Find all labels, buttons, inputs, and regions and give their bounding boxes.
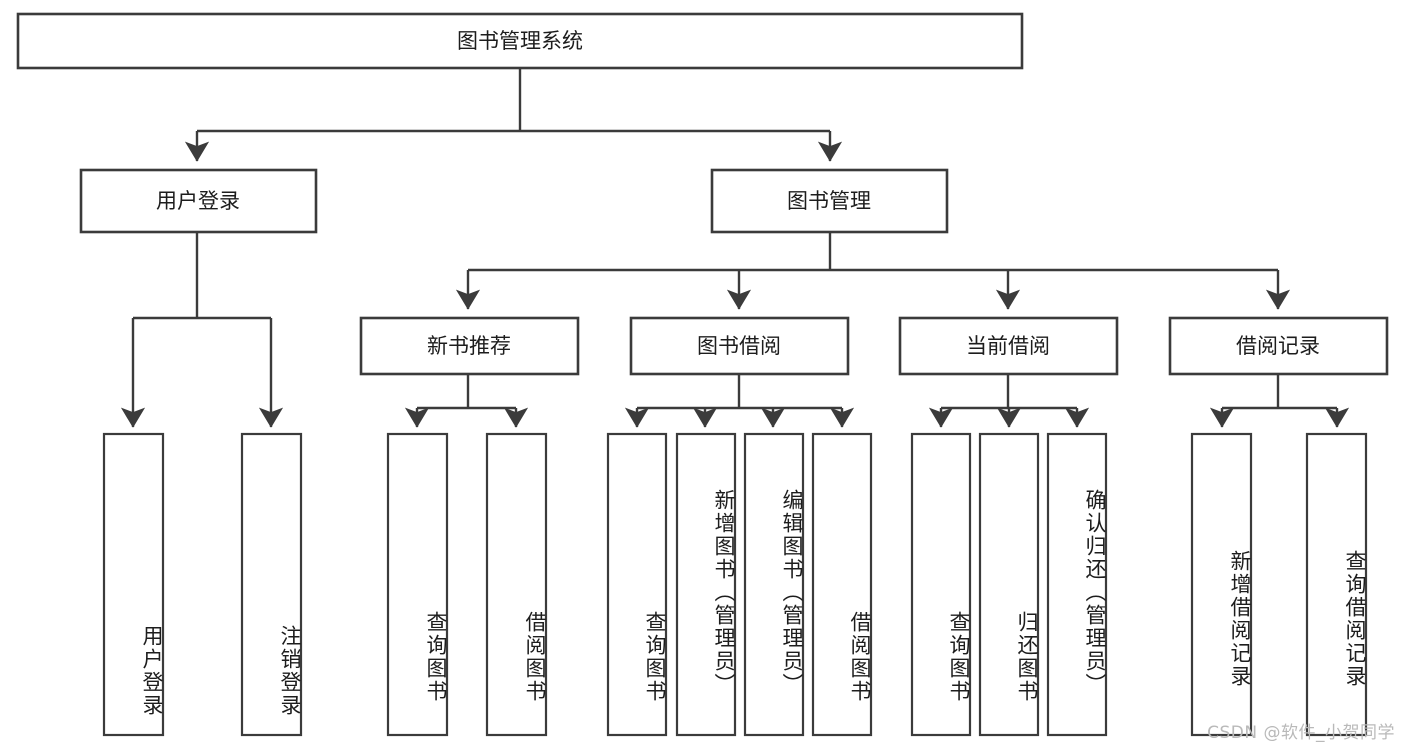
node-new-book-recommend-label: 新书推荐 [427,334,511,358]
leaf-boxes-book-borrow [606,432,873,737]
connector-group-new-book [404,374,529,428]
connector-group-root [184,68,843,162]
node-book-manage[interactable]: 图书管理 [710,168,949,234]
leaf-boxes-new-book-recommend [386,432,548,737]
node-book-borrow[interactable]: 图书借阅 [629,316,850,376]
node-new-book-recommend-box[interactable] [359,316,580,376]
leaf-box-book-borrow-0[interactable] [606,432,668,737]
connector-group-borrow-record [1209,374,1350,428]
leaf-boxes-borrow-record [1190,432,1368,737]
node-book-borrow-label: 图书借阅 [697,334,781,358]
node-root-box[interactable] [16,12,1024,70]
node-current-borrow-box[interactable] [898,316,1119,376]
leaf-box-borrow-record-1[interactable] [1305,432,1368,737]
connector-group-book-borrow [624,374,855,428]
leaf-box-new-book-1[interactable] [485,432,548,737]
leaf-box-current-borrow-0[interactable] [910,432,972,737]
node-user-login-label: 用户登录 [156,189,240,213]
node-borrow-record-label: 借阅记录 [1236,334,1320,358]
node-current-borrow[interactable]: 当前借阅 [898,316,1119,376]
node-book-borrow-box[interactable] [629,316,850,376]
connector-group-user-login [120,232,284,428]
leaf-box-book-borrow-2[interactable] [743,432,805,737]
node-root[interactable]: 图书管理系统 [16,12,1024,70]
node-new-book-recommend[interactable]: 新书推荐 [359,316,580,376]
leaf-box-current-borrow-1[interactable] [978,432,1040,737]
leaf-box-borrow-record-0[interactable] [1190,432,1253,737]
leaf-boxes-user-login [102,432,303,737]
node-current-borrow-label: 当前借阅 [966,334,1050,358]
leaf-box-new-book-0[interactable] [386,432,449,737]
leaf-box-book-borrow-3[interactable] [811,432,873,737]
node-user-login[interactable]: 用户登录 [79,168,318,234]
connector-group-current-borrow [928,374,1090,428]
node-book-manage-box[interactable] [710,168,949,234]
watermark: CSDN @软件_小贺同学 [1207,723,1395,743]
node-borrow-record[interactable]: 借阅记录 [1168,316,1389,376]
leaf-box-user-login-1[interactable] [240,432,303,737]
node-user-login-box[interactable] [79,168,318,234]
node-borrow-record-box[interactable] [1168,316,1389,376]
leaf-box-book-borrow-1[interactable] [675,432,737,737]
leaf-box-current-borrow-2[interactable] [1046,432,1108,737]
leaf-box-user-login-0[interactable] [102,432,165,737]
node-book-manage-label: 图书管理 [787,189,871,213]
leaf-boxes-current-borrow [910,432,1108,737]
node-root-label: 图书管理系统 [457,29,583,53]
connector-group-book-manage [455,232,1291,310]
